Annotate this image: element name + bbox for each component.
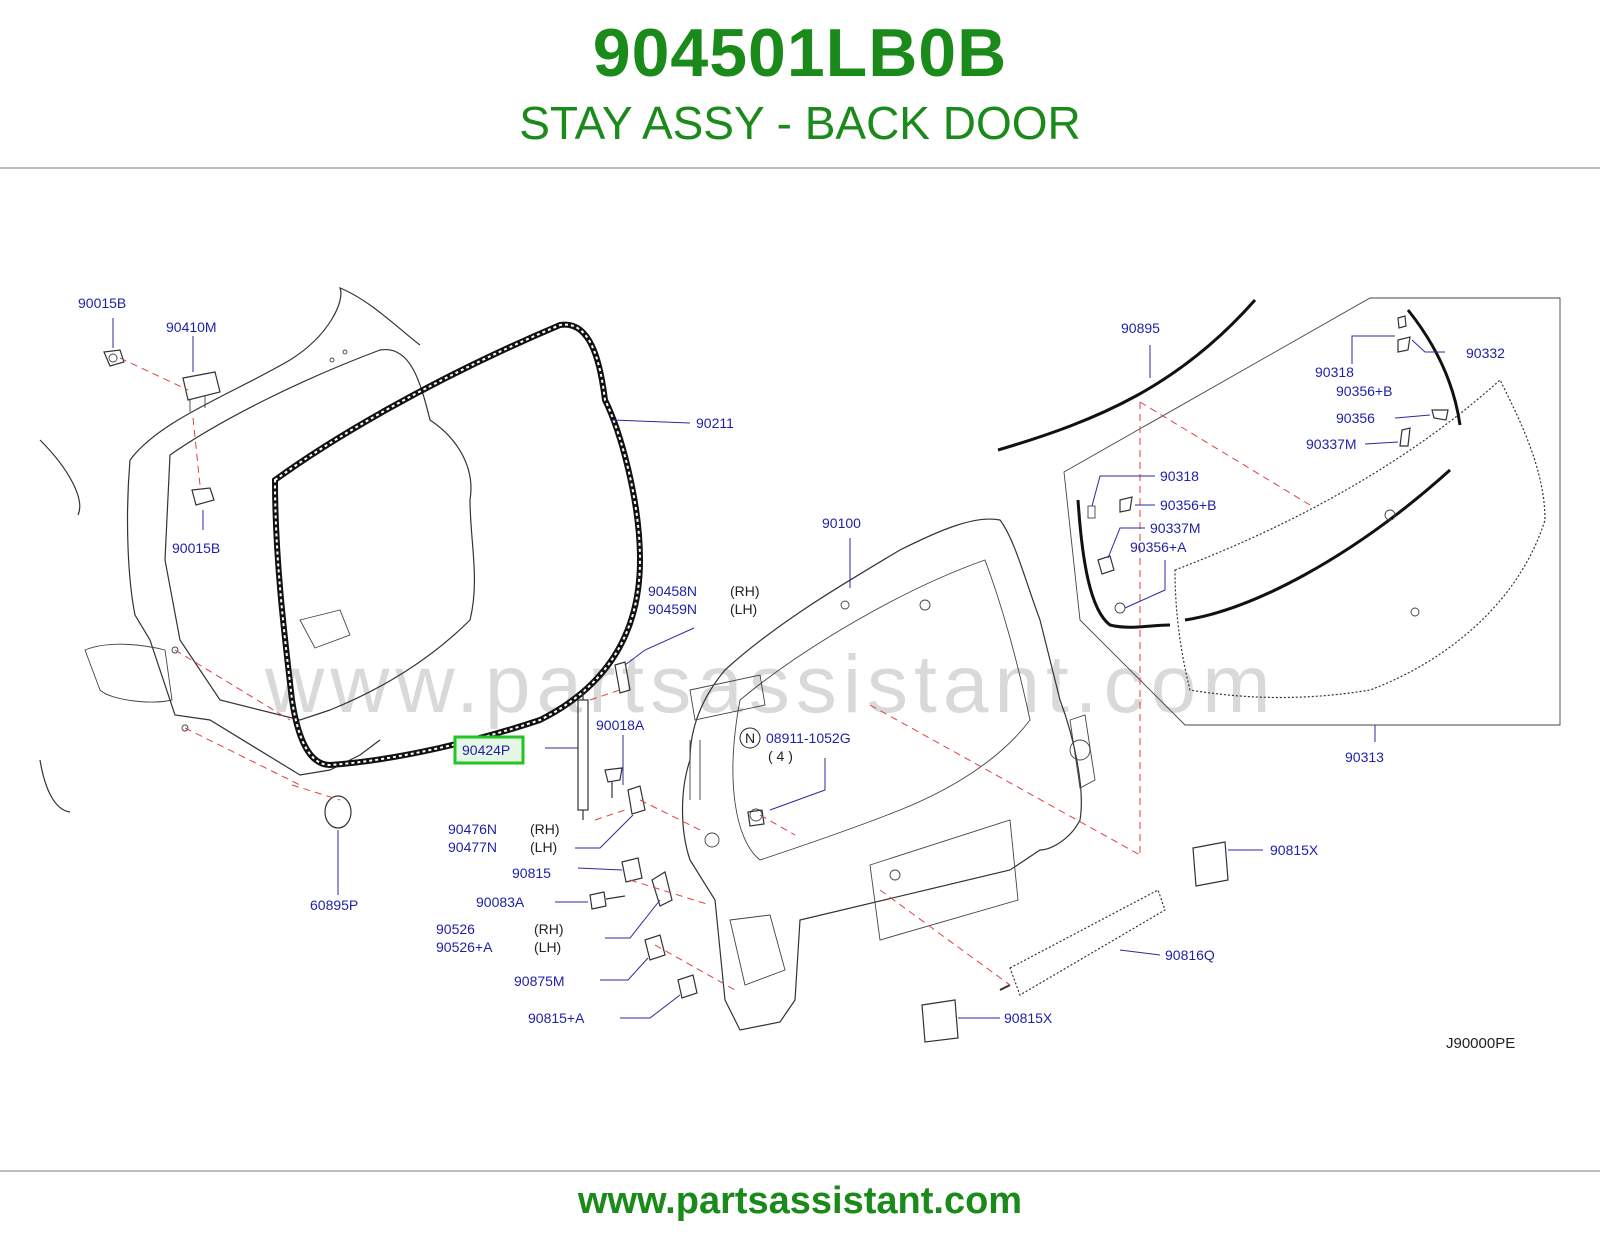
label-90424p-highlighted[interactable]: 90424P	[462, 742, 510, 758]
alignment-dashes	[119, 357, 1311, 991]
back-door-weatherstrip	[271, 321, 644, 769]
bumper-90875m	[644, 934, 666, 961]
label-90458n: 90458N	[648, 583, 697, 599]
bumper-90815	[621, 857, 643, 883]
back-door-panel-90100	[681, 518, 1096, 1031]
striker-90526	[651, 871, 673, 907]
bracket-90458n	[614, 661, 631, 694]
label-90526a-side: (LH)	[534, 939, 561, 955]
label-90018a: 90018A	[596, 717, 645, 733]
label-08911-1052g: 08911-1052G	[766, 730, 851, 746]
label-90476n: 90476N	[448, 821, 497, 837]
garnish-90816q	[999, 889, 1166, 996]
label-90526-side: (RH)	[534, 921, 564, 937]
label-90337m-top: 90337M	[1306, 436, 1357, 452]
footer-url-link[interactable]: www.partsassistant.com	[577, 1180, 1023, 1222]
label-90015b-bottom: 90015B	[172, 540, 220, 556]
label-90816q: 90816Q	[1165, 947, 1215, 963]
leader-lines	[112, 318, 1445, 1019]
label-90211: 90211	[696, 415, 734, 431]
label-90815x-right: 90815X	[1270, 842, 1319, 858]
bolt-90018a	[604, 767, 623, 798]
glass-frame-seal	[1076, 499, 1171, 629]
part-number-title: 904501LB0B	[592, 15, 1008, 91]
label-90458n-side: (RH)	[730, 583, 760, 599]
bracket-90476n	[627, 785, 646, 815]
clip-90015b-bottom	[191, 487, 215, 506]
clip-90015b-top	[103, 349, 125, 367]
label-90313: 90313	[1345, 749, 1384, 765]
label-90332: 90332	[1466, 345, 1505, 361]
bolt-90083a	[589, 891, 626, 910]
header: 904501LB0B STAY ASSY - BACK DOOR	[0, 0, 1600, 168]
label-08911-qty: ( 4 )	[768, 748, 793, 764]
label-90318-mid: 90318	[1160, 468, 1199, 484]
label-90476n-side: (RH)	[530, 821, 560, 837]
label-90100: 90100	[822, 515, 861, 531]
label-90083a: 90083A	[476, 894, 525, 910]
moulding-90895	[997, 299, 1257, 452]
note-n-marker	[739, 727, 761, 749]
label-90895: 90895	[1121, 320, 1160, 336]
body-opening-drawing	[39, 286, 476, 813]
label-90015b-top: 90015B	[78, 295, 126, 311]
label-90459n-side: (LH)	[730, 601, 757, 617]
glass-90313	[1174, 379, 1546, 699]
bolt-08911	[747, 809, 765, 827]
label-90526a: 90526+A	[436, 939, 493, 955]
label-90356a: 90356+A	[1130, 539, 1187, 555]
watermark-text: www.partsassistant.com	[264, 639, 1277, 730]
cap-60895p	[324, 795, 352, 829]
label-90410m: 90410M	[166, 319, 217, 335]
label-90526: 90526	[436, 921, 475, 937]
part-name-subtitle: STAY ASSY - BACK DOOR	[519, 97, 1081, 149]
pad-90815x-bottom	[921, 999, 959, 1043]
glass-side-moulding-90332	[1406, 309, 1462, 426]
header-divider	[0, 167, 1600, 169]
label-90875m: 90875M	[514, 973, 565, 989]
label-90356b-top: 90356+B	[1336, 383, 1392, 399]
glass-clips	[1087, 315, 1449, 614]
highlight-box	[453, 735, 525, 765]
stay-90424p	[577, 690, 589, 820]
label-90337m-mid: 90337M	[1150, 520, 1201, 536]
label-90477n: 90477N	[448, 839, 497, 855]
lock-bracket-90410m	[182, 371, 221, 412]
label-08911-mark: N	[745, 730, 755, 746]
bumper-90815a	[677, 974, 698, 999]
footer-divider	[0, 1170, 1600, 1172]
label-90815: 90815	[512, 865, 551, 881]
label-90356: 90356	[1336, 410, 1375, 426]
label-90815x-bottom: 90815X	[1004, 1010, 1053, 1026]
pad-90815x-right	[1192, 841, 1229, 887]
label-90318-top: 90318	[1315, 364, 1354, 380]
label-90815a: 90815+A	[528, 1010, 585, 1026]
label-60895p: 60895P	[310, 897, 358, 913]
label-90477n-side: (LH)	[530, 839, 557, 855]
detail-frame-box	[1063, 297, 1561, 726]
label-90459n: 90459N	[648, 601, 697, 617]
label-90356b-mid: 90356+B	[1160, 497, 1216, 513]
diagram-code: J90000PE	[1446, 1035, 1515, 1052]
